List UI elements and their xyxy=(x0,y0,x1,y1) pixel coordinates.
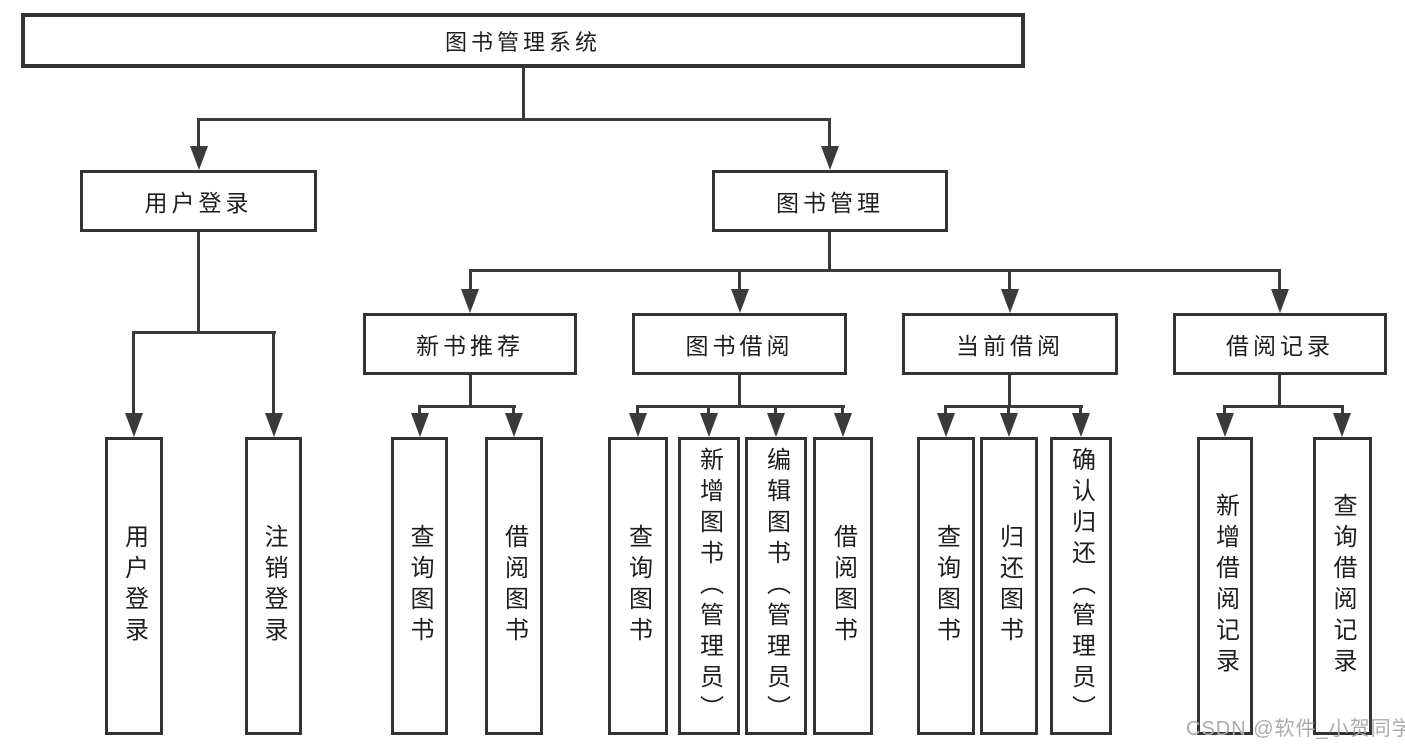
leaf-record-add-record-label: 新增借阅记录 xyxy=(1211,493,1239,679)
node-book-borrow: 图书借阅 xyxy=(632,313,847,375)
watermark: CSDN @软件_小贺同学 xyxy=(1186,718,1405,740)
leaf-borrow-edit-book: 编辑图书（管理员） xyxy=(745,437,807,735)
leaf-borrow-edit-book-label: 编辑图书（管理员） xyxy=(762,446,790,726)
connector-current-borrow-drop xyxy=(1008,269,1011,295)
arrowhead-borrow-query xyxy=(629,413,647,437)
arrowhead-borrow-edit xyxy=(767,413,785,437)
node-user-login-group: 用户登录 xyxy=(80,170,317,232)
connector-new-book-recommend-drop xyxy=(469,269,472,295)
node-borrow-record-label: 借阅记录 xyxy=(1226,333,1334,359)
arrowhead-recommend-borrow xyxy=(505,413,523,437)
arrowhead-recommend-query xyxy=(411,413,429,437)
connector-borrow-record-drop xyxy=(1278,269,1281,295)
leaf-user-login: 用户登录 xyxy=(105,437,163,735)
node-book-management-label: 图书管理 xyxy=(776,190,884,216)
node-new-book-recommend-label: 新书推荐 xyxy=(416,333,524,359)
arrowhead-borrow-add xyxy=(700,413,718,437)
leaf-borrow-query-book-label: 查询图书 xyxy=(624,524,652,648)
connector-borrow-record-hbar xyxy=(1223,405,1344,408)
connector-book-borrow-stem xyxy=(738,375,741,407)
connector-book-borrow-drop xyxy=(738,269,741,295)
node-new-book-recommend: 新书推荐 xyxy=(363,313,577,375)
node-root-label: 图书管理系统 xyxy=(444,29,601,55)
leaf-borrow-borrow-book-label: 借阅图书 xyxy=(829,524,857,648)
connector-borrow-record-stem xyxy=(1278,375,1281,407)
leaf-current-return-book: 归还图书 xyxy=(980,437,1038,735)
node-current-borrow: 当前借阅 xyxy=(902,313,1118,375)
connector-root-hbar xyxy=(197,118,831,121)
connector-leaf-user-login-drop xyxy=(132,331,135,419)
arrowhead-current-borrow xyxy=(1001,289,1019,313)
leaf-recommend-borrow-book-label: 借阅图书 xyxy=(500,524,528,648)
arrowhead-leaf-logout xyxy=(265,413,283,437)
leaf-borrow-query-book: 查询图书 xyxy=(608,437,668,735)
connector-root-stem xyxy=(522,68,525,119)
arrowhead-user-login-group xyxy=(190,146,208,170)
leaf-recommend-query-book: 查询图书 xyxy=(391,437,448,735)
leaf-record-add-record: 新增借阅记录 xyxy=(1197,437,1253,735)
leaf-record-query-record: 查询借阅记录 xyxy=(1313,437,1372,735)
arrowhead-current-query xyxy=(937,413,955,437)
connector-book-management-drop xyxy=(828,118,831,152)
arrowhead-record-add xyxy=(1216,413,1234,437)
connector-book-management-stem xyxy=(828,232,831,271)
leaf-user-login-label: 用户登录 xyxy=(120,524,148,648)
node-book-borrow-label: 图书借阅 xyxy=(685,333,794,359)
leaf-current-confirm-return-label: 确认归还（管理员） xyxy=(1067,446,1095,726)
connector-level3-hbar xyxy=(469,269,1281,272)
connector-current-borrow-stem xyxy=(1008,375,1011,407)
arrowhead-current-confirm xyxy=(1072,413,1090,437)
arrowhead-record-query xyxy=(1333,413,1351,437)
leaf-current-query-book-label: 查询图书 xyxy=(932,524,960,648)
connector-current-borrow-hbar xyxy=(944,405,1083,408)
arrowhead-current-return xyxy=(1000,413,1018,437)
leaf-recommend-borrow-book: 借阅图书 xyxy=(485,437,543,735)
arrowhead-new-book-recommend xyxy=(461,289,479,313)
arrowhead-leaf-user-login xyxy=(125,413,143,437)
leaf-borrow-add-book-label: 新增图书（管理员） xyxy=(695,446,723,726)
leaf-record-query-record-label: 查询借阅记录 xyxy=(1329,493,1356,679)
node-user-login-group-label: 用户登录 xyxy=(144,190,253,216)
connector-new-book-recommend-hbar xyxy=(418,405,516,408)
leaf-borrow-add-book: 新增图书（管理员） xyxy=(678,437,740,735)
leaf-logout-label: 注销登录 xyxy=(260,524,287,648)
leaf-current-confirm-return: 确认归还（管理员） xyxy=(1050,437,1112,735)
connector-book-borrow-hbar xyxy=(636,405,845,408)
arrowhead-borrow-borrow xyxy=(834,413,852,437)
leaf-current-return-book-label: 归还图书 xyxy=(995,524,1023,648)
arrowhead-book-borrow xyxy=(731,289,749,313)
node-book-management: 图书管理 xyxy=(712,170,948,232)
connector-new-book-recommend-stem xyxy=(469,375,472,407)
leaf-current-query-book: 查询图书 xyxy=(917,437,975,735)
connector-user-login-stem xyxy=(197,232,200,333)
connector-user-login-hbar xyxy=(132,331,276,334)
arrowhead-book-management xyxy=(821,146,839,170)
leaf-borrow-borrow-book: 借阅图书 xyxy=(813,437,873,735)
node-root: 图书管理系统 xyxy=(21,13,1025,68)
node-borrow-record: 借阅记录 xyxy=(1173,313,1387,375)
leaf-recommend-query-book-label: 查询图书 xyxy=(406,524,433,648)
connector-leaf-logout-drop xyxy=(272,331,275,419)
leaf-logout: 注销登录 xyxy=(245,437,302,735)
arrowhead-borrow-record xyxy=(1271,289,1289,313)
node-current-borrow-label: 当前借阅 xyxy=(956,333,1064,359)
connector-user-login-group-drop xyxy=(197,118,200,152)
